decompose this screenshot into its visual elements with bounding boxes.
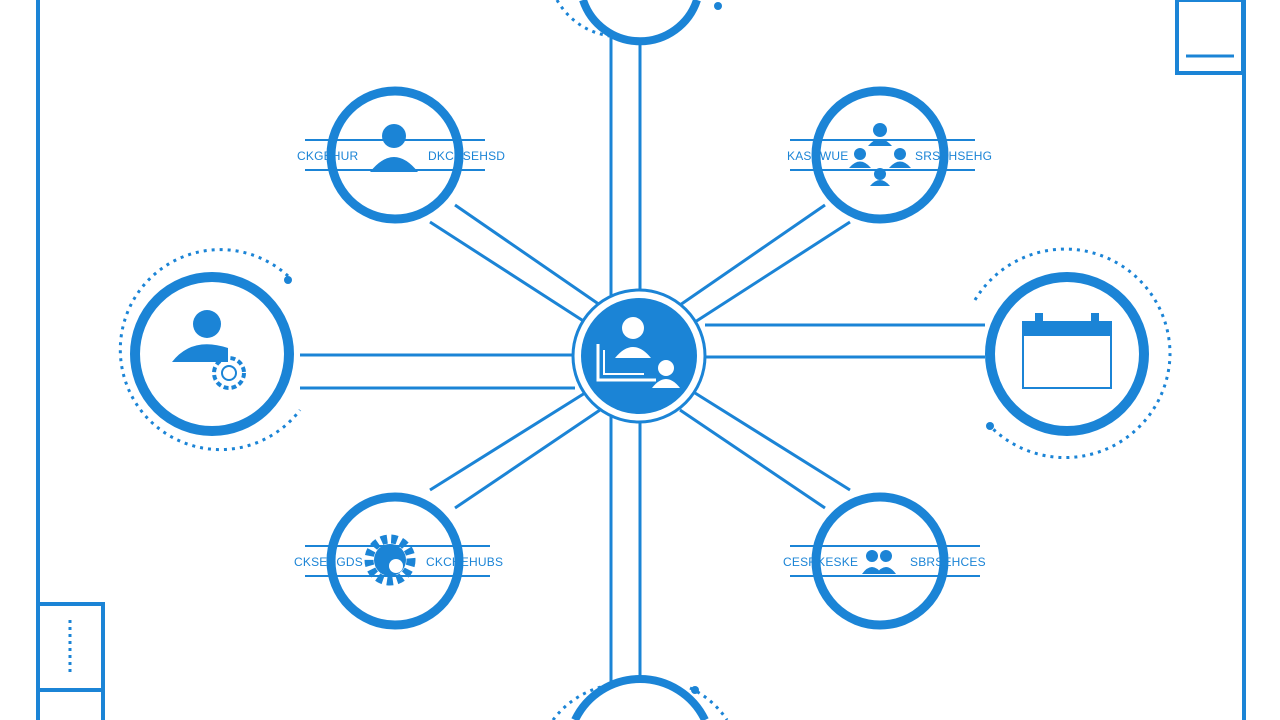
- node-top-right-ring: [811, 86, 949, 224]
- connector-bottom-right-a: [694, 391, 851, 492]
- diagram-frame: [36, 0, 1246, 720]
- node-top-left-right-label: DKCHSEHSD: [428, 149, 505, 163]
- node-top-ring: [579, 0, 701, 46]
- node-right-ring: [985, 272, 1149, 436]
- node-top-left-ring: [326, 86, 464, 224]
- frame-top-right-box: [1175, 0, 1245, 75]
- node-top-right-right-label: SRSEHSEHG: [915, 149, 992, 163]
- node-bottom-right-left-label: CESRKESKE: [783, 555, 858, 569]
- node-bottom: [551, 675, 729, 720]
- node-bottom-ring: [571, 675, 709, 720]
- connector-bottom-left-b: [454, 408, 601, 510]
- node-bottom-left: CKSEDGDS CKCHEHUBS: [294, 492, 503, 630]
- node-bottom-left-right-label: CKCHEHUBS: [426, 555, 503, 569]
- node-bottom-dot: [691, 686, 699, 694]
- node-center: [571, 288, 707, 424]
- team-network-icon: [849, 123, 911, 186]
- node-right-dot: [986, 422, 994, 430]
- connector-top-right-b: [694, 220, 851, 324]
- node-top-right-mask: [825, 142, 935, 168]
- frame-bottom-left-box: [36, 602, 105, 692]
- node-bottom-right: CESRKESKE SBRSEHCES: [783, 492, 986, 630]
- node-top-dotted-arc: [555, 0, 611, 38]
- node-left-dotted-arc: [118, 248, 302, 452]
- node-left: [118, 248, 302, 452]
- calendar-icon: [1022, 313, 1112, 389]
- node-bottom-dotted-arc-left: [551, 683, 611, 720]
- connector-bottom-right-b: [679, 408, 826, 510]
- node-bottom-left-left-label: CKSEDGDS: [294, 555, 363, 569]
- node-top-right-left-label: KASEWUE: [787, 149, 848, 163]
- connector-top-right-a: [679, 203, 826, 307]
- user-pair-icon: [862, 550, 896, 574]
- node-right-dotted-arc: [973, 247, 1172, 460]
- frame-bottom-left-box-2: [36, 688, 105, 720]
- user-icon: [370, 124, 418, 172]
- node-top-dot: [714, 2, 722, 10]
- connector-bottom-left-a: [429, 391, 586, 492]
- node-top-left-left-label: CKGEHUR: [297, 149, 359, 163]
- user-gear-icon: [172, 310, 246, 390]
- gear-icon: [364, 534, 416, 586]
- node-bottom-left-ring: [326, 492, 464, 630]
- connector-top-left-b: [429, 220, 586, 324]
- node-top-left: CKGEHUR DKCHSEHSD: [297, 86, 505, 224]
- team-presentation-icon: [596, 317, 680, 388]
- node-top: [555, 0, 722, 46]
- node-bottom-dotted-arc-right: [689, 686, 729, 720]
- node-left-dot: [284, 276, 292, 284]
- node-right: [973, 247, 1172, 460]
- node-bottom-right-ring: [811, 492, 949, 630]
- node-bottom-right-right-label: SBRSEHCES: [910, 555, 986, 569]
- connector-top-left-a: [454, 203, 601, 307]
- node-top-right: KASEWUE SRSEHSEHG: [787, 86, 992, 224]
